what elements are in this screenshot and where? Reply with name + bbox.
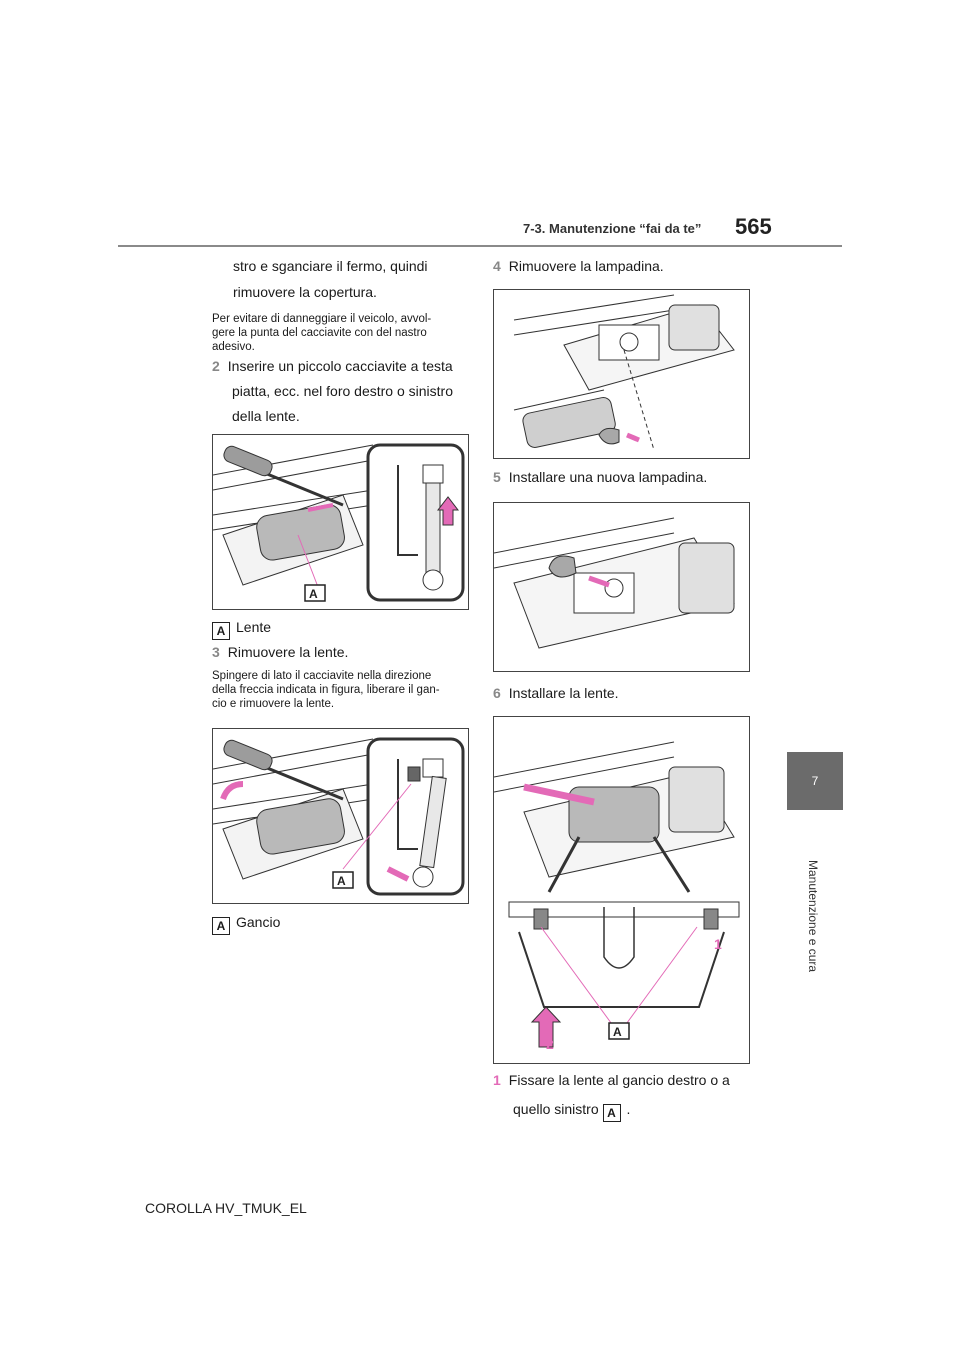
figure-release-hook: A	[212, 728, 469, 904]
step-text: della lente.	[232, 408, 300, 424]
substep-number: 1	[493, 1072, 501, 1088]
header-rule	[118, 245, 842, 247]
step-text: piatta, ecc. nel foro destro o sinistro	[232, 383, 453, 399]
chapter-tab: 7	[787, 752, 843, 810]
note-tape: Per evitare di danneggiare il veicolo, a…	[212, 312, 472, 354]
step-text: Installare una nuova lampadina.	[508, 469, 708, 485]
note-line: gere la punta del cacciavite con del nas…	[212, 327, 427, 339]
step-number: 5	[493, 469, 501, 485]
step-5: 5 Installare una nuova lampadina.	[493, 467, 707, 487]
figure-install-lens: 1 2 A	[493, 716, 750, 1064]
chapter-label: Manutenzione e cura	[806, 860, 820, 973]
caption-lens: A Lente	[212, 617, 271, 640]
footer-model: COROLLA HV_TMUK_EL	[145, 1200, 307, 1216]
figure-5-callout: A	[613, 1025, 622, 1039]
figure-2-illustration: A	[213, 737, 465, 896]
step-4: 4 Rimuovere la lampadina.	[493, 256, 664, 276]
step-3: 3 Rimuovere la lente.	[212, 642, 348, 662]
figure-5-illustration: 1 2 A	[494, 741, 740, 1052]
figure-5-step-label-2: 2	[546, 1036, 554, 1052]
figure-install-bulb	[493, 502, 750, 672]
caption-text: Gancio	[236, 914, 281, 930]
note-line: Spingere di lato il cacciavite nella dir…	[212, 670, 432, 682]
step-number: 6	[493, 685, 501, 701]
figure-1-callout: A	[309, 587, 318, 601]
figure-1-illustration: A	[213, 443, 465, 602]
step-6: 6 Installare la lente.	[493, 683, 619, 703]
substep-1: 1 Fissare la lente al gancio destro o a q…	[493, 1070, 773, 1122]
figure-insert-screwdriver: A	[212, 434, 469, 610]
caption-hook: A Gancio	[212, 912, 280, 935]
note-line: Per evitare di danneggiare il veicolo, a…	[212, 313, 432, 325]
step-number: 3	[212, 644, 220, 660]
figure-2-callout: A	[337, 874, 346, 888]
note-line: della freccia indicata in figura, libera…	[212, 684, 440, 696]
continued-line-2: rimuovere la copertura.	[233, 284, 377, 300]
continued-line-1: stro e sganciare il fermo, quindi	[233, 258, 428, 274]
substep-text: .	[626, 1101, 631, 1117]
callout-badge: A	[602, 1104, 621, 1122]
step-text: Rimuovere la lampadina.	[508, 258, 664, 274]
page-number: 565	[735, 214, 772, 239]
caption-text: Lente	[236, 619, 272, 635]
step-text: Inserire un piccolo cacciavite a testa	[227, 358, 453, 374]
figure-4-illustration	[494, 517, 735, 649]
note-line: cio e rimuovere la lente.	[212, 698, 335, 710]
substep-text: Fissare la lente al gancio destro o a	[508, 1072, 730, 1088]
note-push-screwdriver: Spingere di lato il cacciavite nella dir…	[212, 669, 477, 711]
step-text: Rimuovere la lente.	[227, 644, 349, 660]
figure-remove-bulb	[493, 289, 750, 459]
section-title: 7-3. Manutenzione “fai da te”	[523, 221, 702, 236]
callout-badge: A	[212, 622, 230, 640]
figure-3-illustration	[513, 294, 735, 451]
note-line: adesivo.	[212, 341, 255, 353]
step-number: 2	[212, 358, 220, 374]
callout-badge: A	[212, 917, 230, 935]
step-text: Installare la lente.	[508, 685, 619, 701]
figure-5-step-label-1: 1	[714, 936, 722, 952]
substep-text: quello sinistro	[513, 1101, 599, 1117]
step-number: 4	[493, 258, 501, 274]
